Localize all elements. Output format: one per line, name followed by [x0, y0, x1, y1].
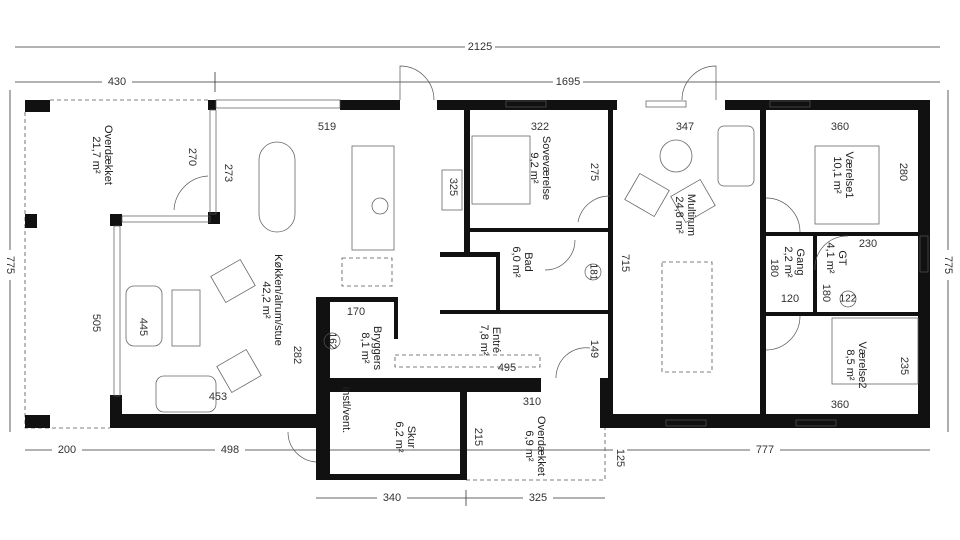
outer-dimension: 1695 — [556, 76, 580, 88]
dimension-label-bg — [613, 443, 627, 473]
dimension-label-bg — [750, 443, 780, 457]
room-label: Bryggers — [371, 326, 383, 371]
room-label: Gang — [794, 249, 806, 276]
inner-dimension: 282 — [291, 346, 303, 364]
inner-dimension: 347 — [676, 121, 694, 133]
outer-dimension: 775 — [942, 256, 954, 274]
room-label: Skur — [405, 426, 417, 449]
windows — [113, 99, 929, 427]
room-area: 4,1 m² — [824, 242, 836, 274]
inner-dimension: 270 — [186, 148, 198, 166]
inner-dimension: 495 — [498, 362, 516, 374]
inner-dimension: 275 — [588, 163, 600, 181]
furniture — [125, 125, 919, 413]
outer-dimension: 498 — [221, 444, 239, 456]
room-area: 10,1 m² — [831, 156, 843, 194]
dimension-label-bg — [465, 40, 495, 54]
outer-dimension: 340 — [383, 492, 401, 504]
room-area: 9,2 m² — [528, 152, 540, 184]
room-label: Entré — [490, 327, 502, 353]
outer-dimension: 2125 — [468, 41, 492, 53]
inner-dimension: 149 — [588, 340, 600, 358]
outer-dimension: 775 — [4, 256, 16, 274]
room-area: 24,8 m² — [673, 196, 685, 234]
room-label: Værelse2 — [856, 341, 868, 388]
inner-dimension: 445 — [137, 318, 149, 336]
room-label: Multirum — [685, 194, 697, 236]
room-label: Køkken/alrum/stue — [272, 254, 284, 346]
inner-dimension: 360 — [831, 399, 849, 411]
dimension-label-bg — [553, 75, 583, 89]
outer-dimension: 200 — [58, 444, 76, 456]
dimension-label-bg — [377, 491, 407, 505]
inner-dimension: 519 — [318, 121, 336, 133]
inner-dimension: 180 — [820, 284, 832, 302]
inner-dimension: 310 — [523, 396, 541, 408]
door-tag: 181 — [587, 264, 598, 281]
inner-dimension: 180 — [768, 259, 780, 277]
room-area: 21,7 m² — [90, 136, 102, 174]
dimension-label-bg — [52, 443, 82, 457]
dimension-label-bg — [102, 75, 132, 89]
inner-dimension: 715 — [619, 254, 631, 272]
room-area: 6,9 m² — [523, 430, 535, 462]
outer-dimension: 125 — [614, 449, 626, 467]
dimension-label-bg — [941, 250, 955, 280]
doors — [173, 65, 849, 463]
inner-dimension: 453 — [209, 391, 227, 403]
room-area: 42,2 m² — [260, 281, 272, 319]
inner-dimension: 273 — [222, 164, 234, 182]
inner-dimension: 325 — [447, 178, 459, 196]
room-label: Værelse1 — [843, 151, 855, 198]
inner-dimension: 230 — [859, 238, 877, 250]
room-label: Soveværelse — [540, 136, 552, 200]
outer-dimension: 777 — [756, 444, 774, 456]
inner-dimension: 235 — [898, 357, 910, 375]
room-label: Bad — [522, 252, 534, 272]
dimension-label-bg — [215, 443, 245, 457]
inner-dimension: 215 — [472, 428, 484, 446]
room-label: Overdækket — [535, 416, 547, 476]
outer-dimension: 325 — [529, 492, 547, 504]
inner-dimension: 360 — [831, 121, 849, 133]
room-label: instl/vent. — [340, 387, 352, 433]
door-tag-circle — [323, 332, 341, 350]
door-tag: 162 — [326, 333, 337, 350]
inner-dimension: 322 — [531, 121, 549, 133]
inner-dimension: 280 — [897, 163, 909, 181]
room-area: 2,2 m² — [782, 246, 794, 278]
room-area: 6,0 m² — [510, 246, 522, 278]
inner-dimension: 170 — [347, 306, 365, 318]
outer-dimension: 430 — [108, 76, 126, 88]
room-area: 7,8 m² — [478, 324, 490, 356]
room-label: Overdækket — [102, 125, 114, 185]
door-tag-circle — [584, 263, 602, 281]
room-area: 8,1 m² — [359, 332, 371, 364]
room-area: 8,5 m² — [844, 349, 856, 381]
door-tag-circle — [839, 290, 857, 308]
walls — [25, 100, 930, 480]
inner-dimension: 120 — [781, 293, 799, 305]
dimension-label-bg — [523, 491, 553, 505]
room-label: GT — [836, 250, 848, 266]
room-area: 6,2 m² — [393, 421, 405, 453]
dimension-label-bg — [3, 250, 17, 280]
inner-dimension: 505 — [90, 314, 102, 332]
door-tag: 122 — [840, 294, 857, 305]
